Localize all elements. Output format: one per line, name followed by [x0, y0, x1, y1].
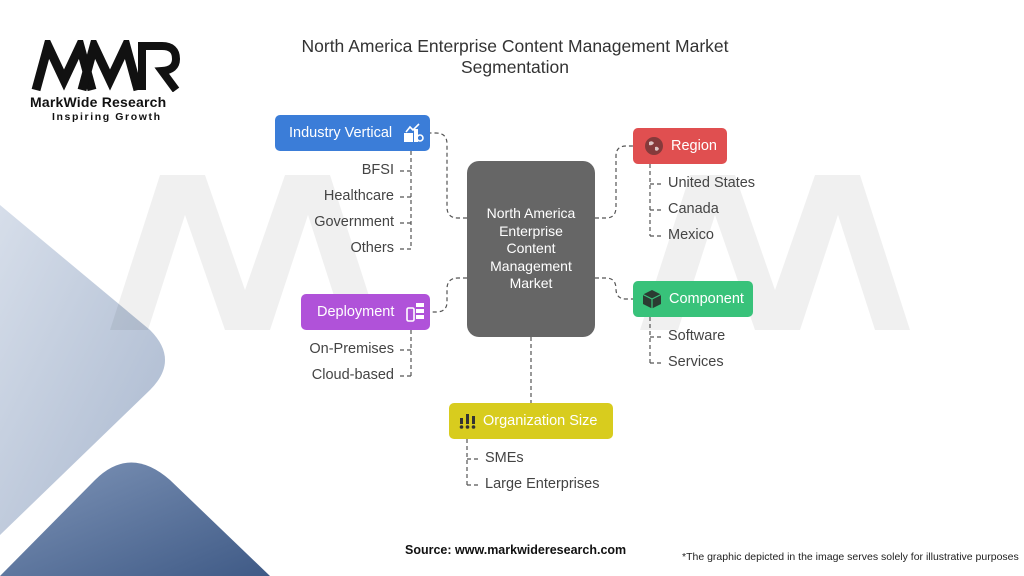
connector-deployment: [430, 277, 467, 313]
brand-name: MarkWide Research: [30, 94, 167, 110]
cube-icon: [642, 290, 662, 309]
industry-item-bfsi: BFSI: [361, 162, 394, 178]
logo-mark-icon: [31, 40, 180, 92]
region-item-mexico: Mexico: [668, 227, 714, 243]
deco-shape-dark: [0, 462, 270, 576]
organization-icon: [459, 414, 476, 429]
segment-region-label: Region: [671, 138, 717, 154]
segment-component-label: Component: [669, 291, 744, 307]
component-item-software: Software: [668, 328, 726, 344]
center-node-label: North America Enterprise Content Managem…: [486, 205, 576, 292]
source-credit: Source: www.markwideresearch.com: [405, 543, 627, 557]
deco-shape-light: [0, 205, 165, 535]
brand-logo: MarkWide Research Inspiring Growth: [30, 40, 190, 123]
deployment-item-on-premises: On-Premises: [309, 341, 394, 357]
component-item-services: Services: [668, 354, 724, 370]
connector-component: [595, 277, 633, 300]
deployment-item-cloud-based: Cloud-based: [311, 367, 394, 383]
diagram-title: North America Enterprise Content Managem…: [301, 36, 729, 77]
watermark: [110, 175, 910, 330]
industry-item-healthcare: Healthcare: [323, 188, 394, 204]
industry-icon: [404, 123, 424, 142]
region-item-canada: Canada: [668, 201, 719, 217]
segment-component: Component: [633, 281, 753, 317]
segment-deployment: Deployment: [301, 294, 430, 330]
region-item-united-states: United States: [668, 175, 756, 191]
segment-organization-size-label: Organization Size: [483, 413, 598, 429]
industry-item-others: Others: [350, 240, 394, 256]
deployment-icon: [406, 303, 425, 322]
segment-region: Region: [633, 128, 727, 164]
disclaimer-note: *The graphic depicted in the image serve…: [682, 551, 1019, 563]
segment-industry-vertical-label: Industry Vertical: [289, 125, 393, 141]
organization-item-smes: SMEs: [485, 450, 524, 466]
organization-item-large-enterprises: Large Enterprises: [485, 476, 600, 492]
industry-item-government: Government: [314, 214, 394, 230]
segment-deployment-label: Deployment: [317, 304, 395, 320]
segment-industry-vertical: Industry Vertical: [275, 115, 430, 151]
segment-organization-size: Organization Size: [449, 403, 613, 439]
globe-icon: [645, 137, 663, 155]
connector-region: [595, 145, 633, 219]
brand-tagline: Inspiring Growth: [52, 111, 162, 123]
connector-industry: [430, 132, 467, 219]
center-node: North America Enterprise Content Managem…: [467, 161, 595, 337]
